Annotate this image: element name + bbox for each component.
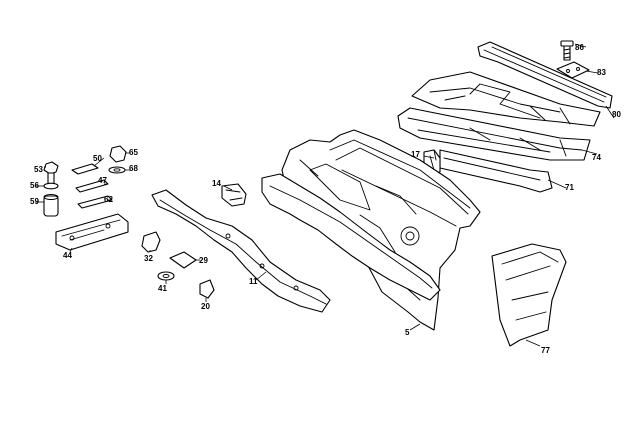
part-59-sleeve [43, 194, 59, 217]
label-47: 47 [98, 176, 107, 185]
part-80-cowl-panel [411, 41, 613, 127]
part-41-nut [157, 271, 175, 281]
label-20: 20 [201, 302, 210, 311]
label-62: 62 [104, 195, 113, 204]
label-50: 50 [93, 154, 102, 163]
part-14-bracket [221, 183, 247, 207]
label-86: 86 [575, 43, 584, 52]
label-41: 41 [158, 284, 167, 293]
part-11-side-support [261, 173, 441, 301]
label-77: 77 [541, 346, 550, 355]
label-32: 32 [144, 254, 153, 263]
part-71-firewall-rail [439, 149, 553, 193]
label-44: 44 [63, 251, 72, 260]
label-74: 74 [592, 153, 601, 162]
label-5: 5 [405, 328, 410, 337]
part-68-washer [108, 166, 126, 174]
part-74-cross-member [397, 107, 591, 161]
part-20-bracket [199, 279, 215, 299]
part-11-longitudinal-member [151, 189, 331, 313]
label-71: 71 [565, 183, 574, 192]
label-11: 11 [249, 277, 258, 286]
part-44-mount [55, 213, 129, 251]
label-53: 53 [34, 165, 43, 174]
label-56: 56 [30, 181, 39, 190]
part-29-bracket [169, 251, 197, 269]
label-65: 65 [129, 148, 138, 157]
label-17: 17 [411, 150, 420, 159]
label-14: 14 [212, 179, 221, 188]
part-50-plate [71, 163, 99, 175]
leader-lines [36, 43, 615, 347]
label-29: 29 [199, 256, 208, 265]
part-53-bolt [43, 161, 59, 186]
part-83-plate [556, 61, 590, 79]
label-59: 59 [30, 197, 39, 206]
label-80: 80 [612, 110, 621, 119]
part-65-nut [109, 145, 127, 163]
label-83: 83 [597, 68, 606, 77]
part-32-clip [141, 231, 161, 253]
part-56-washer [43, 182, 59, 190]
label-68: 68 [129, 164, 138, 173]
part-86-bolt [560, 40, 574, 61]
part-77-side-panel [491, 243, 567, 347]
